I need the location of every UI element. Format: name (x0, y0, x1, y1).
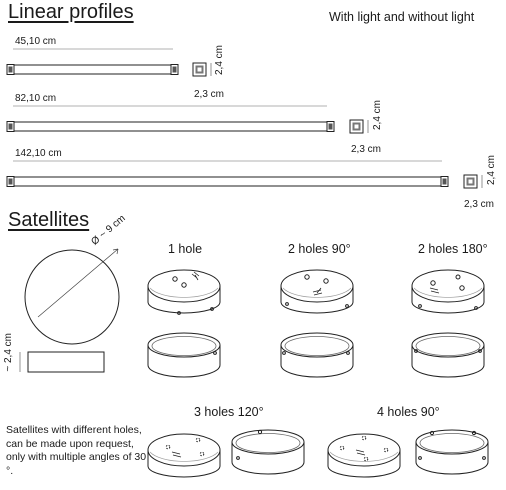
disc-1-hole (147, 269, 221, 315)
profile-1-length: 45,10 cm (15, 36, 57, 47)
profile-1-drawing (6, 48, 212, 77)
profile-3-length: 142,10 cm (15, 148, 62, 159)
disc-2-holes-90 (280, 269, 354, 314)
satellites-heading: Satellites (8, 209, 90, 231)
ring-4-holes-90 (415, 429, 489, 475)
profile-1-width: 2,3 cm (194, 89, 225, 100)
label-2-holes-180: 2 holes 180° (418, 242, 488, 256)
ring-2 (280, 332, 354, 378)
profile-2-length: 82,10 cm (15, 93, 57, 104)
linear-profiles-heading: Linear profiles (8, 1, 134, 23)
profile-2-height: 2,4 cm (372, 100, 383, 131)
ring-3-holes-120 (231, 429, 305, 475)
satellite-height: ~ 2,4 cm (3, 333, 14, 372)
custom-holes-note: Satellites with different holes, can be … (6, 424, 147, 477)
profile-3-height: 2,4 cm (486, 155, 497, 186)
label-4-holes-90: 4 holes 90° (377, 405, 440, 419)
label-1-hole: 1 hole (168, 242, 203, 256)
label-3-holes-120: 3 holes 120° (194, 405, 264, 419)
profile-3-drawing (6, 160, 483, 189)
ring-1 (147, 332, 221, 378)
satellite-top-view (24, 248, 120, 345)
label-2-holes-90: 2 holes 90° (288, 242, 351, 256)
light-subtitle: With light and without light (329, 10, 475, 24)
ring-3 (411, 332, 485, 378)
disc-4-holes-90 (327, 433, 401, 478)
profile-1-height: 2,4 cm (214, 45, 225, 76)
disc-3-holes-120 (147, 433, 221, 478)
satellite-side-view (19, 351, 105, 373)
profile-2-drawing (6, 105, 369, 134)
profile-2-width: 2,3 cm (351, 144, 382, 155)
profile-3-width: 2,3 cm (464, 199, 495, 210)
disc-2-holes-180 (411, 269, 485, 314)
